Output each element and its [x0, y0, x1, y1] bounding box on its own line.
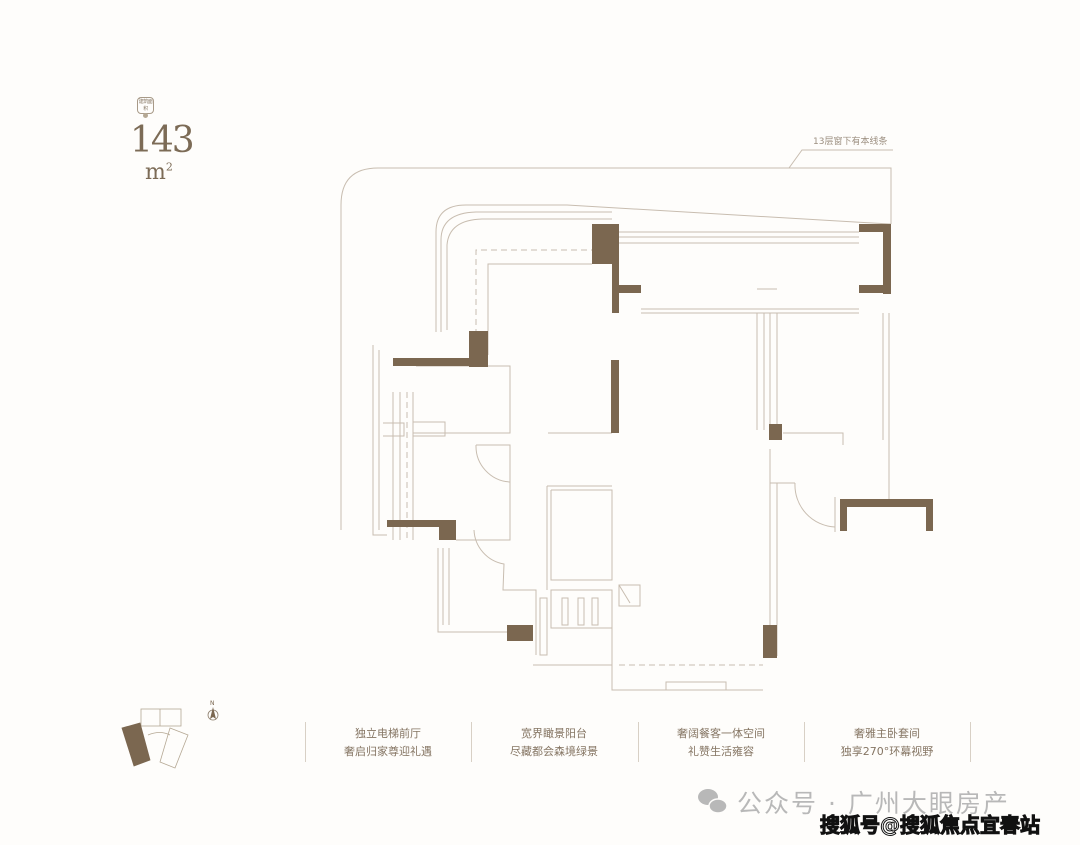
north-label: N: [210, 700, 215, 707]
feature-divider: [638, 722, 639, 762]
watermark-sohu: 搜狐号@搜狐焦点宜春站: [820, 813, 1041, 838]
feature-title: 宽界瞰景阳台: [521, 727, 587, 740]
structural-walls: [387, 224, 933, 658]
feature-divider: [804, 722, 805, 762]
feature-item: 奢雅主卧套间独享270°环幕视野: [804, 725, 970, 761]
annotation-leader: [788, 149, 893, 169]
feature-title: 奢阔餐客一体空间: [677, 727, 765, 740]
feature-item: 宽界瞰景阳台尽藏都会森境绿景: [471, 725, 637, 761]
feature-item: 奢阔餐客一体空间礼赞生活雍容: [638, 725, 804, 761]
outer-boundary: [340, 167, 892, 530]
unit-base: m: [145, 160, 166, 185]
feature-item: 独立电梯前厅奢启归家尊迎礼遇: [305, 725, 471, 761]
area-value: 143: [130, 120, 195, 161]
unit-sup: 2: [165, 160, 173, 174]
badge-dot-icon: [143, 113, 148, 118]
plan-lines: [340, 149, 893, 691]
wechat-icon: [698, 789, 728, 814]
feature-divider: [305, 722, 306, 762]
feature-subtitle: 礼赞生活雍容: [688, 745, 754, 758]
key-plan: [121, 708, 189, 769]
feature-title: 独立电梯前厅: [355, 727, 421, 740]
feature-divider: [970, 722, 971, 762]
feature-divider: [471, 722, 472, 762]
feature-subtitle: 奢启归家尊迎礼遇: [344, 745, 432, 758]
feature-subtitle: 尽藏都会森境绿景: [510, 745, 598, 758]
feature-title: 奢雅主卧套间: [854, 727, 920, 740]
north-arrow-icon: [207, 707, 219, 721]
feature-subtitle: 独享270°环幕视野: [840, 745, 934, 758]
area-unit: m2: [145, 160, 173, 185]
watermark-wechat: 公众号 · 广州大眼房产: [737, 789, 1010, 818]
plan-annotation: 13层窗下有本线条: [813, 137, 888, 147]
